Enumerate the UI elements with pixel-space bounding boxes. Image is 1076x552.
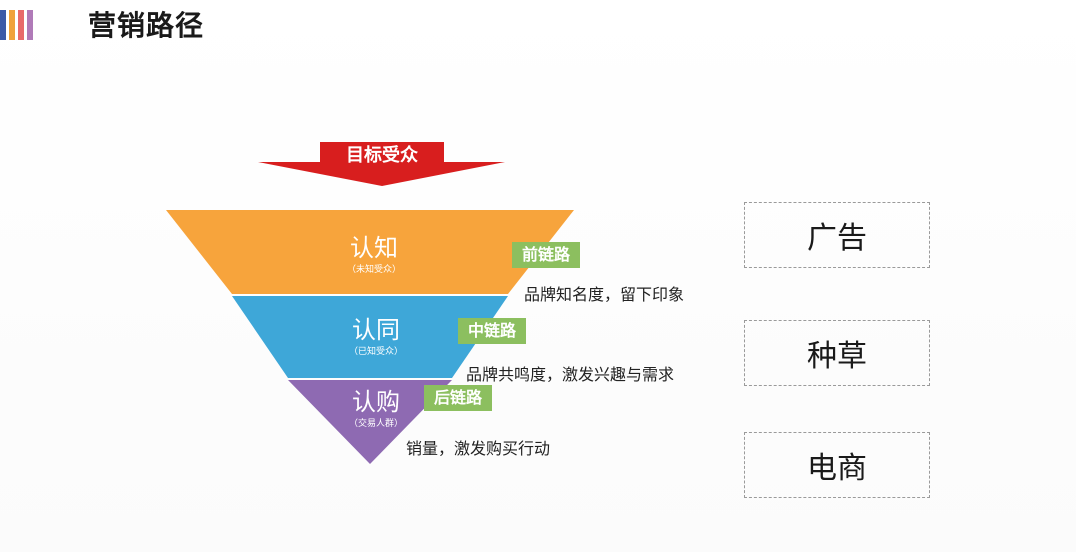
channel-box-seeding: 种草 bbox=[744, 320, 930, 386]
header-bar bbox=[27, 10, 33, 40]
channel-label: 广告 bbox=[807, 221, 867, 256]
channel-label: 种草 bbox=[807, 339, 867, 374]
description-identification: 品牌共鸣度，激发兴趣与需求 bbox=[466, 365, 675, 384]
target-audience-label: 目标受众 bbox=[346, 145, 418, 166]
channel-box-ecommerce: 电商 bbox=[744, 432, 930, 498]
funnel-layer-purchase bbox=[288, 380, 452, 464]
page-title: 营销路径 bbox=[88, 9, 205, 42]
layer-purchase-label: 认购 （交易人群） bbox=[296, 388, 456, 430]
funnel-layer-awareness bbox=[166, 210, 574, 294]
layer-identification-label: 认同 （已知受众） bbox=[296, 316, 456, 358]
tag-back-link: 后链路 bbox=[424, 385, 493, 411]
tag-middle-link: 中链路 bbox=[458, 318, 527, 344]
layer-title: 认知 bbox=[350, 234, 398, 262]
layer-awareness-label: 认知 （未知受众） bbox=[294, 234, 454, 276]
channel-box-ads: 广告 bbox=[744, 202, 930, 268]
layer-subtitle: （已知受众） bbox=[348, 347, 403, 357]
tag-front-link: 前链路 bbox=[512, 242, 581, 268]
description-purchase: 销量，激发购买行动 bbox=[406, 439, 551, 458]
layer-title: 认同 bbox=[352, 316, 400, 344]
channel-label: 电商 bbox=[807, 451, 867, 486]
target-audience-arrow bbox=[258, 142, 505, 186]
header-decoration bbox=[0, 10, 33, 40]
header-bar bbox=[9, 10, 15, 40]
header-bar bbox=[0, 10, 6, 40]
funnel-layer-identification bbox=[232, 296, 508, 378]
layer-subtitle: （交易人群） bbox=[348, 419, 403, 429]
layer-title: 认购 bbox=[352, 388, 400, 416]
layer-subtitle: （未知受众） bbox=[346, 265, 401, 275]
header-bar bbox=[18, 10, 24, 40]
description-awareness: 品牌知名度，留下印象 bbox=[524, 285, 685, 304]
